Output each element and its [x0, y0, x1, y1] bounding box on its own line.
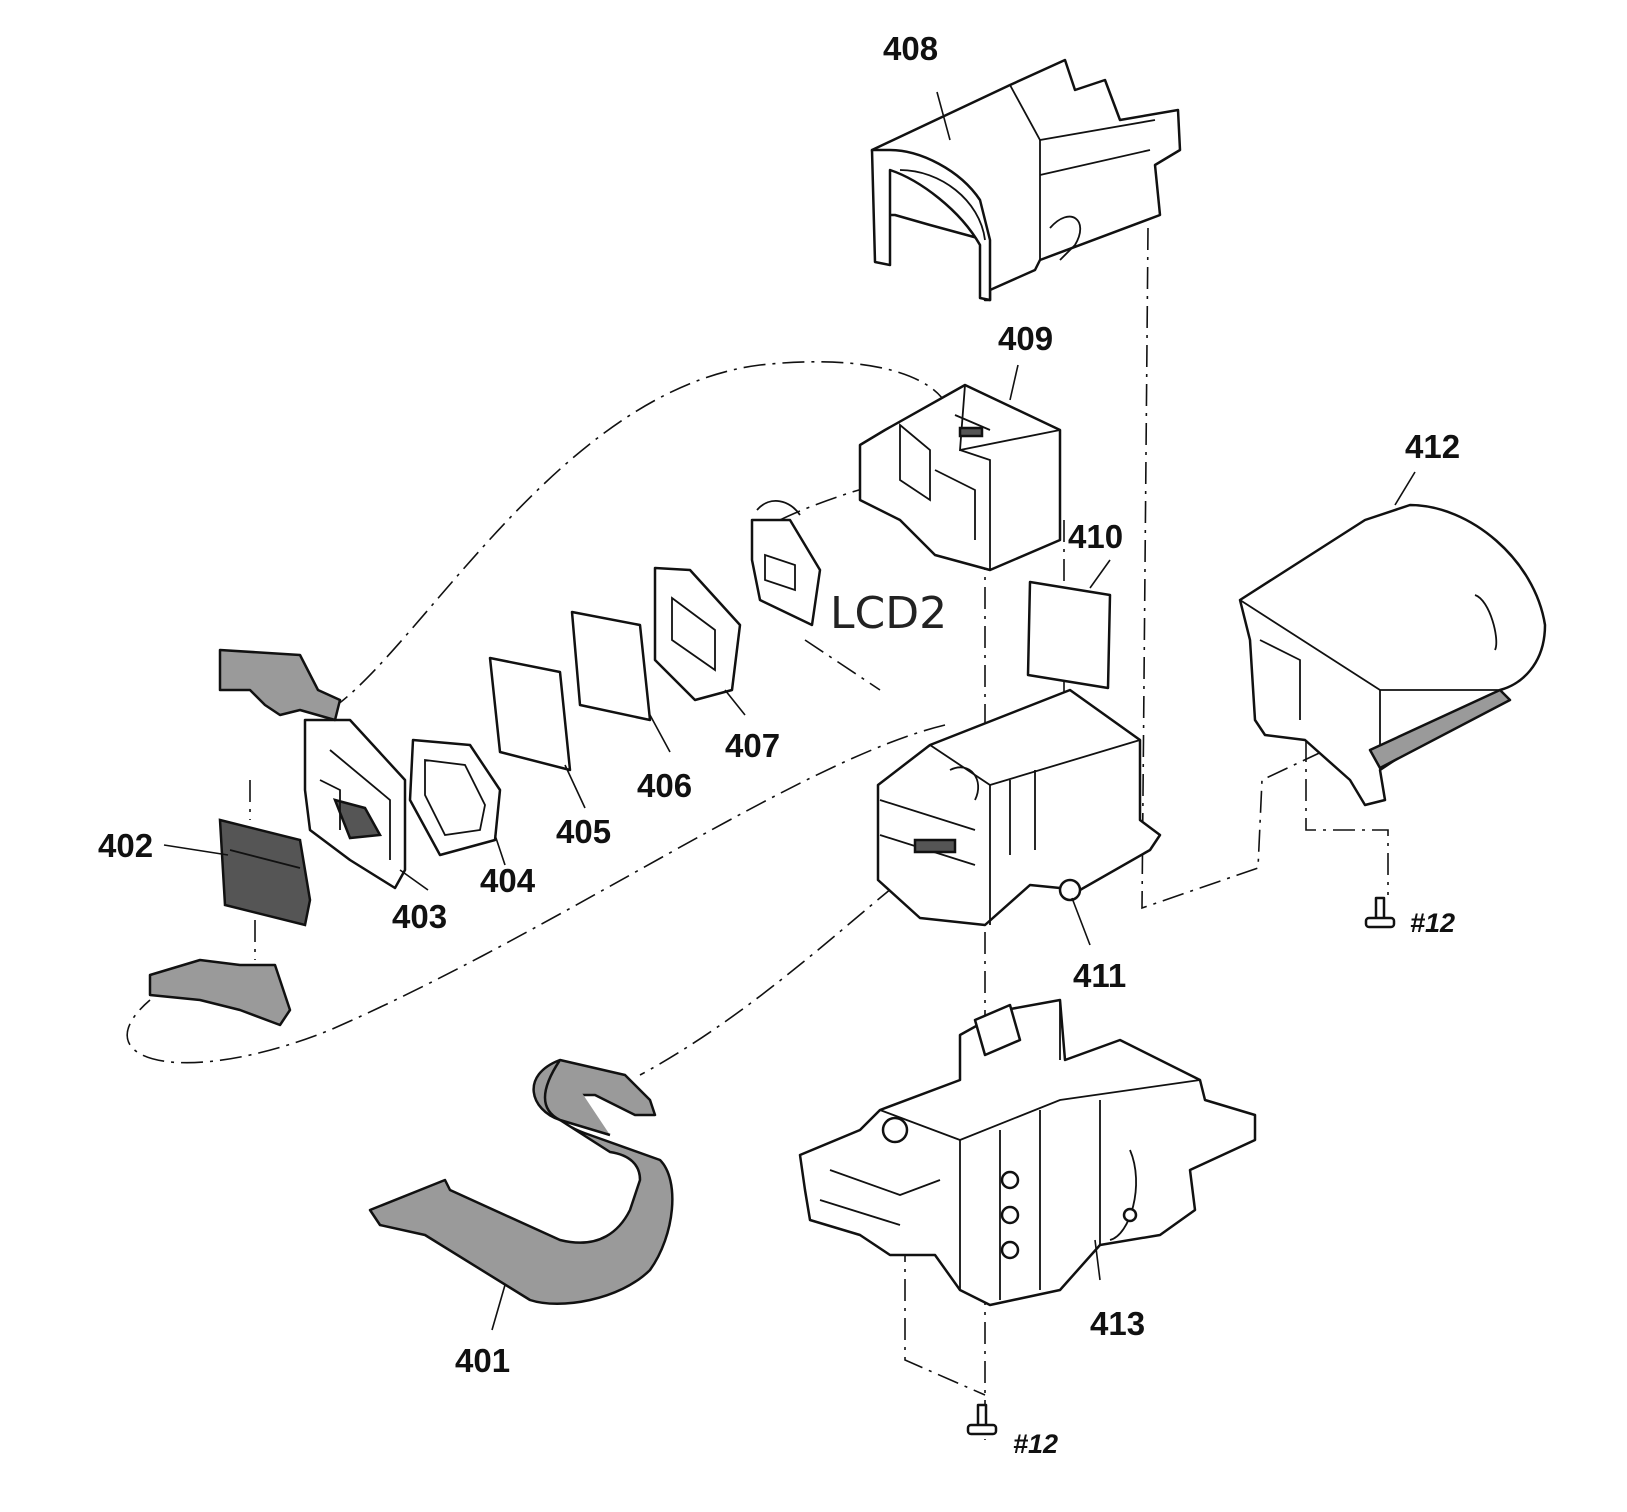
handwritten-lcd2-note: LCD2 [830, 588, 947, 639]
lcd-panel [750, 500, 822, 627]
label-406: 406 [637, 767, 692, 804]
label-screw-right: #12 [1410, 908, 1455, 938]
label-410: 410 [1068, 518, 1123, 555]
label-408: 408 [883, 30, 938, 67]
label-411: 411 [1073, 957, 1126, 994]
part-413-chassis [798, 998, 1257, 1307]
label-404: 404 [480, 862, 536, 899]
part-407-frame [653, 566, 742, 702]
label-405: 405 [556, 813, 611, 850]
part-402-board [148, 648, 342, 1027]
part-labels: 408 409 410 412 402 403 404 405 406 407 … [98, 30, 1460, 1459]
label-407: 407 [725, 727, 780, 764]
part-408-top-cover [870, 58, 1182, 302]
label-402: 402 [98, 827, 153, 864]
label-403: 403 [392, 898, 447, 935]
part-404-frame [408, 738, 502, 857]
label-413: 413 [1090, 1305, 1145, 1342]
label-409: 409 [998, 320, 1053, 357]
label-screw-bottom: #12 [1013, 1429, 1058, 1459]
label-412: 412 [1405, 428, 1460, 465]
part-409-lcd-holder [858, 383, 1062, 572]
part-401-flex-cable [368, 1058, 674, 1305]
part-405-sheet [488, 656, 572, 772]
leader-lines [163, 91, 1416, 1331]
part-411-housing [876, 688, 1162, 927]
screw-bottom [966, 1403, 998, 1436]
part-412-side-cover [1238, 503, 1547, 807]
screw-right [1364, 896, 1396, 929]
label-401: 401 [455, 1342, 510, 1379]
part-410-sheet [1026, 580, 1112, 690]
part-406-sheet [570, 610, 652, 722]
part-403-bracket [303, 718, 407, 890]
